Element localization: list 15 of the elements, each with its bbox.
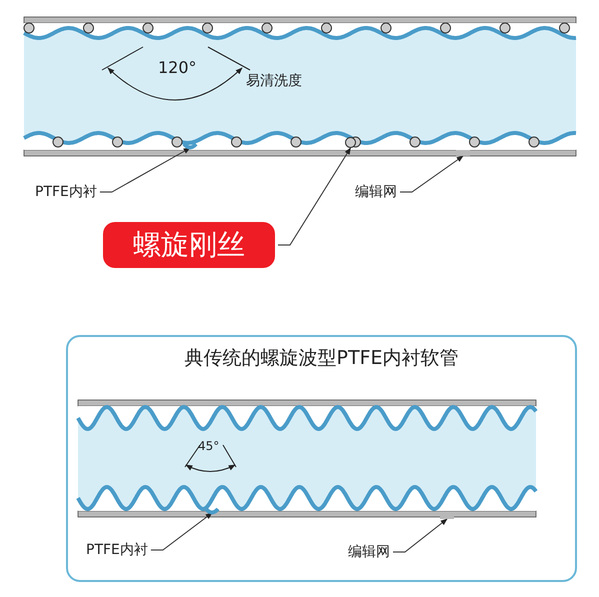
part-label: 编辑网: [348, 541, 390, 563]
leader-line: [150, 512, 213, 550]
highlight-badge: 螺旋刚丝: [103, 222, 275, 268]
leader-line: [278, 147, 351, 246]
angle-label: 45°: [198, 439, 220, 453]
note-text: 易清洗度: [246, 72, 302, 90]
part-label: PTFE内衬: [35, 181, 97, 203]
angle-label: 120°: [158, 58, 197, 77]
part-label: 编辑网: [355, 181, 397, 203]
panel: [66, 335, 577, 582]
part-label: PTFE内衬: [86, 539, 148, 561]
leader-line: [99, 148, 191, 192]
leader-line: [400, 156, 464, 192]
leader-line: [392, 518, 448, 552]
panel-title: 典传统的螺旋波型PTFE内衬软管: [184, 346, 460, 371]
